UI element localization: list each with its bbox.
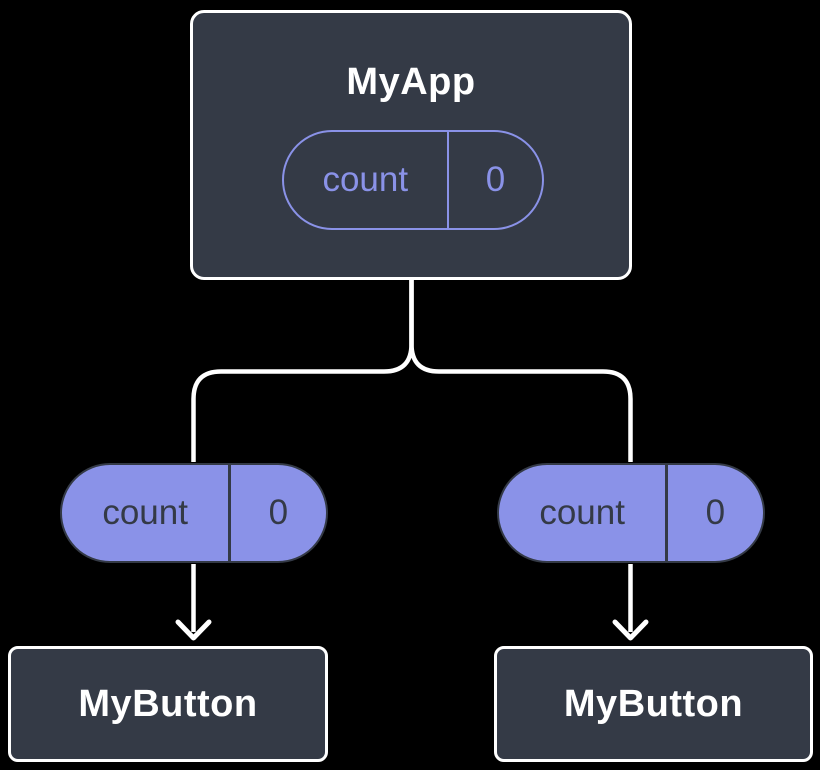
node-myapp-title: MyApp (346, 61, 476, 103)
node-myapp: MyApp count 0 (190, 10, 632, 280)
node-mybutton-title: MyButton (563, 682, 744, 725)
node-mybutton-title: MyButton (78, 682, 258, 725)
pill-divider (665, 465, 668, 561)
state-pill-root: count 0 (282, 130, 544, 230)
pill-divider (228, 465, 231, 561)
state-label: count (322, 160, 409, 199)
arrow-down-icon (612, 619, 649, 641)
prop-label: count (102, 493, 188, 532)
fork-connector-right (409, 279, 633, 462)
fork-connector-left (191, 279, 414, 462)
prop-value: 0 (705, 493, 726, 532)
prop-pill-right: count 0 (497, 463, 765, 563)
node-mybutton-right: MyButton (494, 646, 813, 762)
state-value: 0 (485, 160, 506, 199)
prop-value: 0 (268, 493, 289, 532)
arrow-down-icon (175, 619, 212, 641)
prop-label: count (539, 493, 625, 532)
prop-pill-left: count 0 (60, 463, 328, 563)
node-mybutton-left: MyButton (8, 646, 328, 762)
pill-divider (446, 132, 450, 228)
